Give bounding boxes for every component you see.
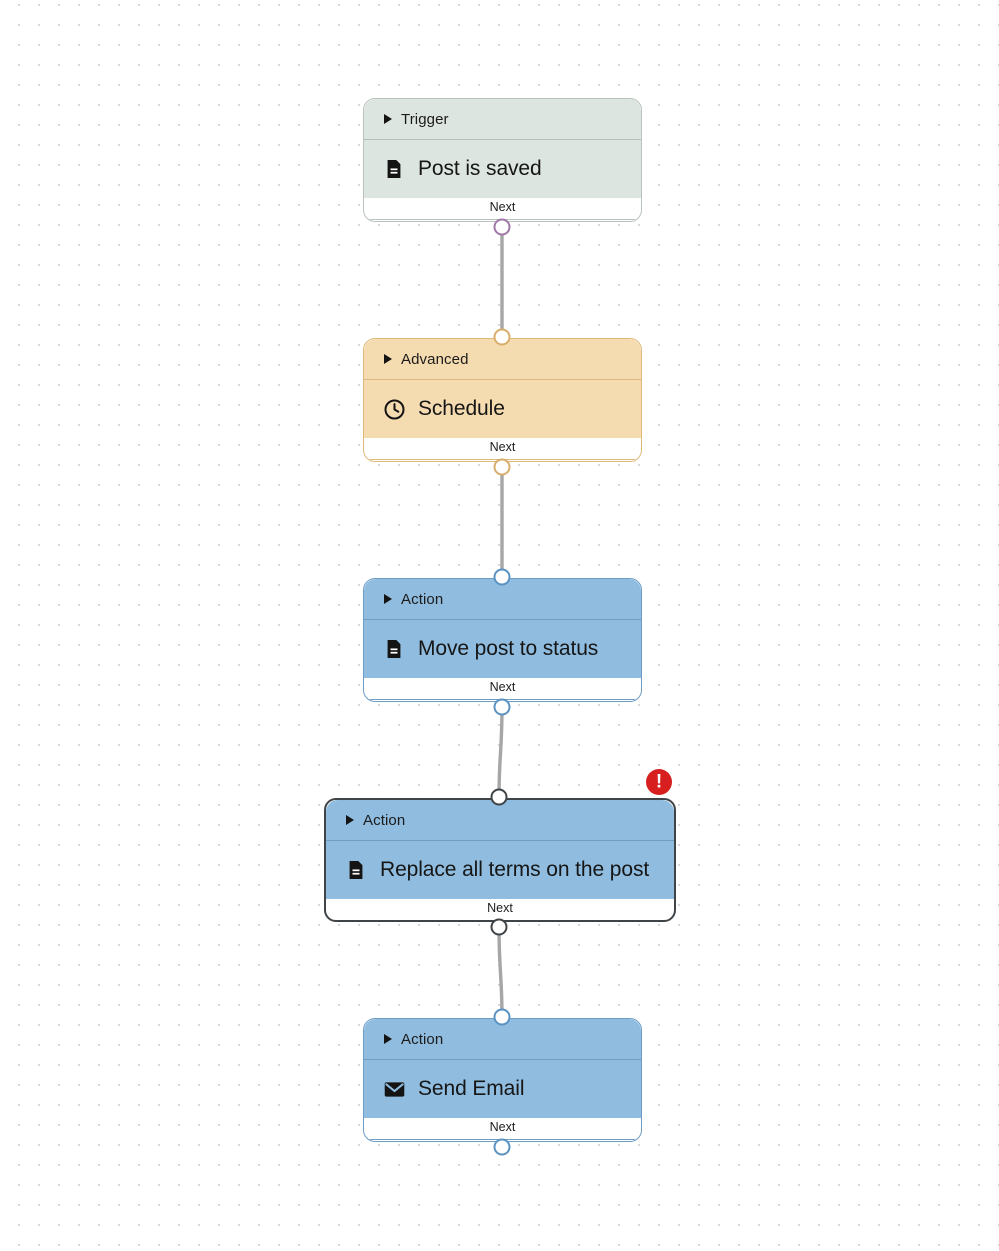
next-label: Next [489,680,516,694]
connection-port-replace-out[interactable] [490,918,508,936]
connection-port-move-in[interactable] [493,568,511,586]
node-divider [364,139,641,140]
node-header-trigger-post-is-saved[interactable]: Trigger [364,99,641,139]
next-label: Next [489,440,516,454]
envelope-icon [382,1077,406,1101]
connection-port-replace-in[interactable] [490,788,508,806]
next-label: Next [489,1120,516,1134]
node-footer-action-replace-all-terms: Next [326,899,674,920]
connection-port-email-out[interactable] [493,1138,511,1156]
connection-port-email-in[interactable] [493,1008,511,1026]
node-header-advanced-schedule[interactable]: Advanced [364,339,641,379]
next-label: Next [489,200,516,214]
node-divider [326,840,674,841]
connection-port-advanced-out[interactable] [493,458,511,476]
node-title: Post is saved [418,157,542,180]
connection-port-trigger-out[interactable] [493,218,511,236]
node-kind-label: Action [401,590,444,608]
node-body-action-move-post-to-status[interactable]: Move post to status [364,620,641,678]
node-body-action-send-email[interactable]: Send Email [364,1060,641,1118]
exclamation-glyph: ! [655,771,663,792]
node-title: Replace all terms on the post [380,858,650,881]
node-title: Send Email [418,1077,525,1100]
node-kind-label: Advanced [401,350,469,368]
document-icon [344,858,368,882]
node-kind-label: Action [363,811,406,829]
node-title: Schedule [418,397,505,420]
disclosure-triangle-icon[interactable] [384,114,392,124]
node-body-action-replace-all-terms[interactable]: Replace all terms on the post [326,841,674,899]
connection-port-move-out[interactable] [493,698,511,716]
node-header-action-send-email[interactable]: Action [364,1019,641,1059]
disclosure-triangle-icon[interactable] [384,594,392,604]
node-divider [364,379,641,380]
node-kind-label: Action [401,1030,444,1048]
next-label: Next [487,901,513,915]
connection-port-advanced-in[interactable] [493,328,511,346]
node-kind-label: Trigger [401,110,449,128]
node-body-trigger-post-is-saved[interactable]: Post is saved [364,140,641,198]
document-icon [382,157,406,181]
connector-edge-replace-email[interactable] [497,925,504,1019]
node-header-action-move-post-to-status[interactable]: Action [364,579,641,619]
connector-edge-move-replace[interactable] [497,705,504,799]
node-body-advanced-schedule[interactable]: Schedule [364,380,641,438]
disclosure-triangle-icon[interactable] [384,354,392,364]
node-divider [364,619,641,620]
node-header-action-replace-all-terms[interactable]: Action [326,800,674,840]
error-badge-icon[interactable]: ! [646,769,672,795]
node-title: Move post to status [418,637,599,660]
document-icon [382,637,406,661]
disclosure-triangle-icon[interactable] [384,1034,392,1044]
node-divider [364,1059,641,1060]
disclosure-triangle-icon[interactable] [346,815,354,825]
clock-icon [382,397,406,421]
